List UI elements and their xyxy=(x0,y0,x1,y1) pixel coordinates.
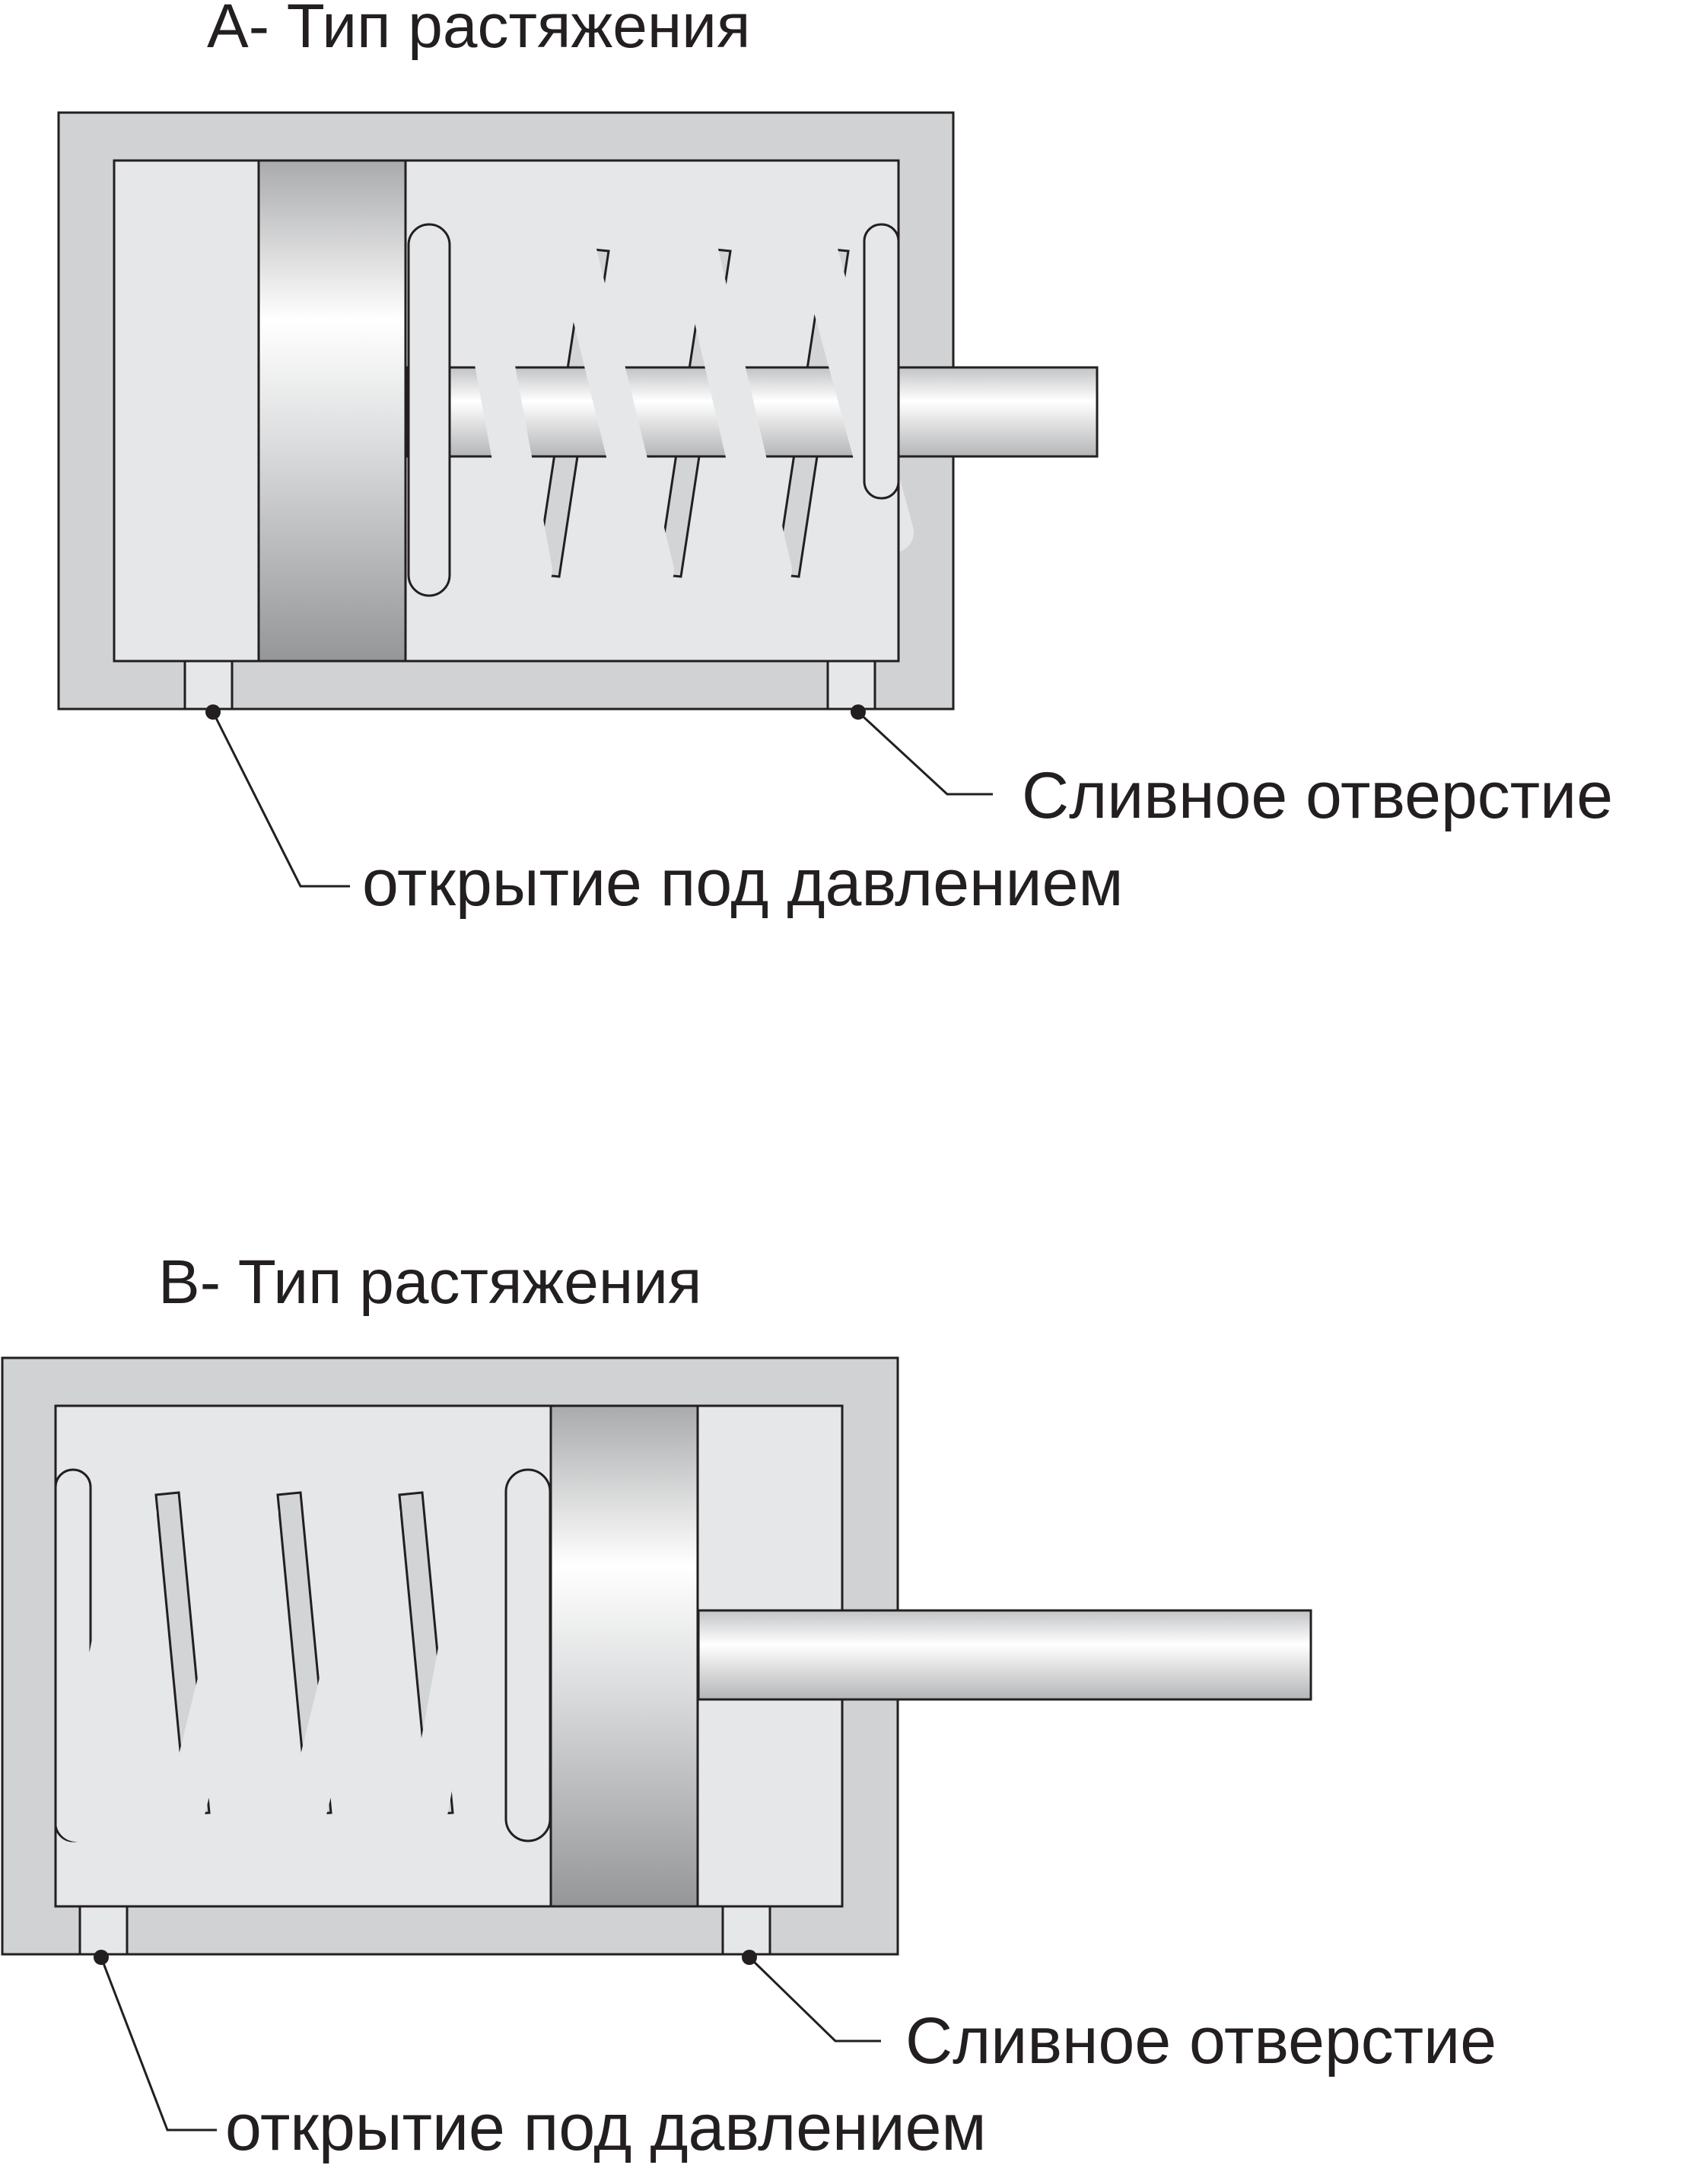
diagram-b-drain-callout xyxy=(742,1950,881,2043)
diagram-a-drain-callout xyxy=(851,704,993,796)
diagram-b-drain-port xyxy=(721,1904,771,1956)
diagram-b-pressure-port xyxy=(78,1904,129,1956)
diagram-a-pressure-port xyxy=(183,659,234,711)
diagram-b-piston-rod xyxy=(697,1609,1312,1701)
diagram-a-drain-label: Сливное отверстие xyxy=(1022,759,1613,832)
diagram-b-pressure-label: открытие под давлением xyxy=(225,2091,987,2164)
diagram-a-piston xyxy=(257,159,407,663)
diagram-b-spring xyxy=(54,1468,552,1842)
diagram-a: A- Тип растяжения xyxy=(57,0,1613,920)
diagram-b-drain-label: Сливное отверстие xyxy=(905,2004,1496,2078)
diagram-b-piston xyxy=(549,1404,699,1908)
diagram-b-pressure-callout xyxy=(94,1950,217,2132)
diagram-a-spring xyxy=(407,223,914,597)
diagram-a-pressure-label: открытие под давлением xyxy=(362,847,1124,920)
diagram-a-drain-port xyxy=(826,659,876,711)
diagram-a-pressure-callout xyxy=(205,704,350,888)
diagram-a-title: A- Тип растяжения xyxy=(207,0,750,61)
diagram-b-title: B- Тип растяжения xyxy=(158,1248,701,1317)
diagram-b: B- Тип растяжения xyxy=(1,1248,1496,2164)
